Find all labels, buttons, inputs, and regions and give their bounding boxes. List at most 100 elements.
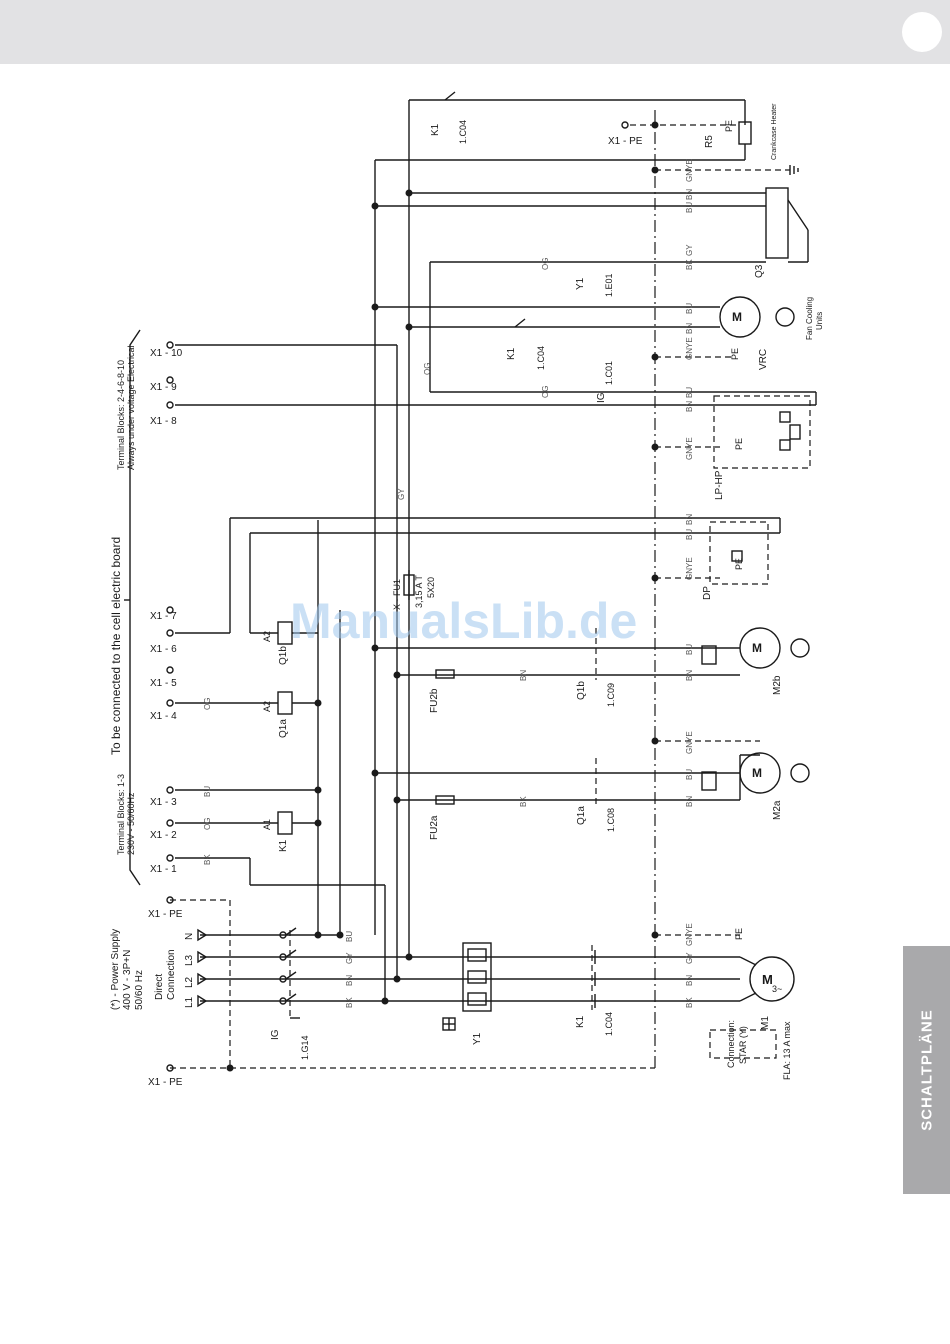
svg-text:BN: BN [519, 670, 528, 681]
supply-arrows [197, 928, 208, 1008]
svg-text:BU: BU [685, 202, 694, 213]
lphp-pressure-switch [175, 391, 817, 469]
terminal-brackets [124, 329, 141, 886]
svg-text:OG: OG [541, 258, 550, 270]
svg-text:X1 - 9: X1 - 9 [150, 382, 177, 393]
svg-text:X1 - PE: X1 - PE [148, 1077, 183, 1088]
svg-text:PE: PE [734, 438, 744, 450]
svg-text:K1: K1 [506, 347, 517, 360]
fuse-xfu1 [403, 570, 415, 600]
q3-relay [375, 187, 809, 345]
svg-text:1.C09: 1.C09 [606, 683, 616, 707]
svg-text:BU: BU [685, 769, 694, 780]
contactor-coils [175, 533, 318, 835]
svg-text:X1 - 1: X1 - 1 [150, 864, 177, 875]
svg-text:IG: IG [596, 392, 607, 403]
svg-text:Direct: Direct [154, 974, 165, 1000]
fuses-fu2 [435, 669, 455, 805]
svg-text:BN: BN [685, 189, 694, 200]
svg-text:Q1a: Q1a [278, 719, 289, 738]
wire-color-codes: BK BN GY BU BK BN GY GNYE BK BN BN BU GN… [203, 159, 694, 1008]
svg-text:M2b: M2b [772, 675, 783, 695]
svg-text:BU: BU [685, 387, 694, 398]
svg-text:OG: OG [541, 386, 550, 398]
svg-text:OG: OG [203, 818, 212, 830]
svg-text:Q3: Q3 [754, 264, 765, 278]
svg-text:GNYE: GNYE [685, 437, 694, 460]
svg-text:X1 - PE: X1 - PE [608, 136, 643, 147]
svg-text:1.G14: 1.G14 [300, 1035, 310, 1060]
star-connection-note: Connection: STAR (Y) [726, 1020, 748, 1068]
svg-text:A2: A2 [262, 631, 272, 642]
svg-text:GY: GY [345, 952, 354, 964]
svg-text:Crankcase Heater: Crankcase Heater [771, 103, 778, 160]
svg-text:PE: PE [734, 558, 744, 570]
svg-text:BN: BN [685, 670, 694, 681]
r5-heater [375, 99, 752, 161]
svg-text:L3: L3 [184, 954, 195, 966]
pe-lines [170, 110, 799, 1069]
component-labels: IG 1.G14 Y1 K1 1.C04 M1 Connection: STAR… [262, 103, 824, 1080]
svg-text:FU2a: FU2a [429, 815, 440, 840]
svg-text:Terminal Blocks: 2-4-6-8-10: Terminal Blocks: 2-4-6-8-10 [116, 360, 126, 470]
svg-text:M: M [732, 310, 742, 324]
page-header-bar [0, 0, 950, 64]
svg-text:Q1b: Q1b [278, 646, 289, 665]
svg-text:BK: BK [519, 796, 528, 807]
m1-motor: M 3~ [709, 956, 795, 1059]
svg-text:5X20: 5X20 [426, 577, 436, 598]
svg-text:X1 - 7: X1 - 7 [150, 611, 177, 622]
svg-text:M2a: M2a [772, 800, 783, 820]
power-supply-note: (*) - Power Supply 400 V - 3P+N 50/60 Hz [110, 929, 145, 1010]
svg-text:400 V - 3P+N: 400 V - 3P+N [122, 950, 133, 1010]
svg-text:BK: BK [685, 997, 694, 1008]
svg-text:BN: BN [685, 514, 694, 525]
svg-text:GNYE: GNYE [685, 337, 694, 360]
svg-text:K1: K1 [430, 123, 441, 136]
svg-text:BK: BK [685, 259, 694, 270]
svg-text:GNYE: GNYE [685, 557, 694, 580]
svg-text:GNYE: GNYE [685, 731, 694, 754]
direct-connection-note: Direct Connection [154, 949, 177, 1000]
svg-text:M: M [752, 766, 762, 780]
svg-text:BK: BK [345, 997, 354, 1008]
svg-text:DP: DP [702, 586, 713, 600]
svg-text:GNYE: GNYE [685, 923, 694, 946]
svg-text:BN: BN [685, 401, 694, 412]
svg-text:K1: K1 [278, 839, 289, 852]
ig-switch [279, 927, 300, 1019]
svg-text:L1: L1 [184, 996, 195, 1008]
svg-text:BU: BU [685, 644, 694, 655]
svg-text:X1 - 2: X1 - 2 [150, 830, 177, 841]
svg-text:Q1a: Q1a [576, 806, 587, 825]
main-power-lines [200, 934, 740, 1002]
svg-text:BN: BN [345, 975, 354, 986]
svg-text:X1 - 10: X1 - 10 [150, 348, 183, 359]
svg-text:(*) - Power Supply: (*) - Power Supply [110, 929, 121, 1010]
terminal-screws [166, 121, 629, 1072]
page-number-circle [902, 12, 942, 52]
svg-text:A1: A1 [262, 819, 272, 830]
svg-text:PE: PE [724, 120, 734, 132]
svg-text:L2: L2 [184, 976, 195, 988]
svg-text:1.E01: 1.E01 [604, 273, 614, 297]
svg-text:Y1: Y1 [472, 1032, 483, 1045]
section-tab[interactable]: SCHALTPLÄNE [903, 946, 950, 1194]
svg-text:PE: PE [730, 348, 740, 360]
svg-text:Y1: Y1 [575, 277, 586, 290]
svg-text:230V - 50/60Hz: 230V - 50/60Hz [126, 792, 136, 855]
svg-text:LP-HP: LP-HP [714, 470, 725, 500]
svg-text:IG: IG [270, 1029, 281, 1040]
y1-overload [442, 942, 492, 1031]
svg-text:M1: M1 [760, 1016, 771, 1030]
svg-text:X1 - PE: X1 - PE [148, 909, 183, 920]
fla-note: FLA: 13 A max [782, 1021, 792, 1080]
svg-text:BN: BN [685, 796, 694, 807]
svg-text:N: N [184, 933, 195, 940]
control-buses [175, 100, 410, 1001]
board-note: To be connected to the cell electric boa… [109, 537, 123, 755]
svg-text:Fan Cooling: Fan Cooling [805, 297, 814, 340]
svg-text:K1: K1 [575, 1015, 586, 1028]
vrc-fan: M [175, 296, 795, 392]
terminal-labels: X1 - 10 X1 - 9 X1 - 8 X1 - 7 X1 - 6 X1 -… [148, 136, 643, 1088]
